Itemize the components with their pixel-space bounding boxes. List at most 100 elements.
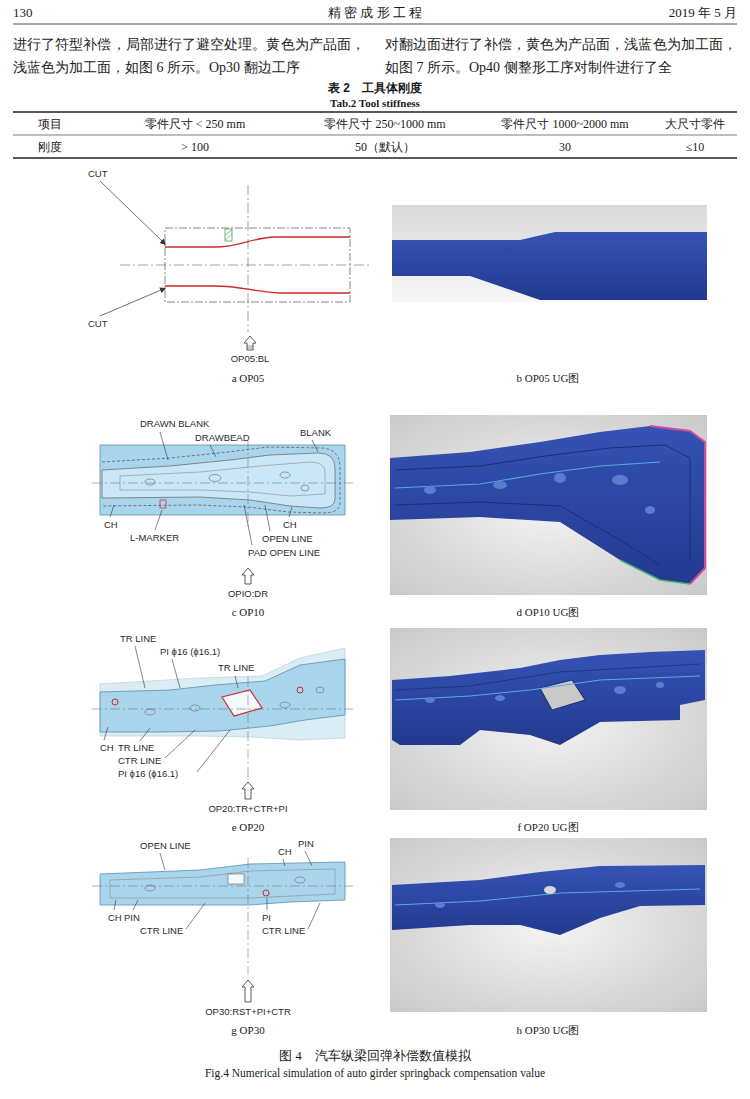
callout-label: CH: [100, 742, 114, 753]
op10-drawing: [160, 432, 168, 460]
op30-drawing: [228, 874, 244, 884]
op10-drawing: [312, 440, 318, 452]
page-rules: [13, 157, 737, 158]
op10-render: [424, 486, 436, 494]
table-cell: ≤10: [686, 140, 705, 154]
callout-label: CTR LINE: [140, 925, 183, 936]
op10-drawing: [92, 432, 353, 584]
op05-drawing: [100, 181, 162, 241]
op30-drawing: [295, 877, 305, 883]
table-cell: 50（默认）: [355, 140, 415, 154]
op30-drawing: [263, 890, 269, 896]
op05-render: [392, 205, 707, 302]
op10-drawing: [209, 475, 221, 482]
operation-label: OPIO:DR: [228, 588, 268, 599]
table-title: 表 2 工具体刚度: [328, 81, 422, 95]
op20-render: [392, 650, 705, 745]
op10-render: [612, 475, 628, 485]
op20-drawing: [112, 699, 118, 705]
callout-label: PI ϕ16 (ϕ16.1): [160, 646, 220, 657]
op10-render: [554, 473, 566, 483]
page-rules: [13, 135, 737, 136]
op10-render: [395, 462, 660, 488]
panel-caption: b OP05 UG图: [517, 372, 580, 385]
callout-label: CH: [283, 519, 297, 530]
journal-name: 精 密 成 形 工 程: [328, 5, 422, 21]
page-rules: [13, 24, 737, 158]
callout-label: CUT: [88, 168, 108, 179]
op20-render: [395, 664, 700, 690]
op20-drawing: [145, 709, 155, 715]
op30-drawing: [267, 898, 268, 910]
issue-date: 2019 年 5 月: [669, 5, 737, 21]
op30-drawing: [92, 886, 353, 887]
callout-label: TR LINE: [218, 662, 254, 673]
callout-label: PIN: [124, 912, 140, 923]
op10-drawing: [120, 462, 325, 496]
body-text: 对翻边面进行了补偿，黄色为产品面，浅蓝色为加工面，如图 7 所示。Op40 侧整…: [385, 33, 737, 79]
callout-label: TR LINE: [120, 633, 156, 644]
table-header-cell: 零件尺寸 < 250 mm: [145, 117, 245, 131]
callout-label: PI: [262, 912, 271, 923]
table-cell: 刚度: [38, 140, 62, 154]
table-header-cell: 项目: [38, 117, 62, 131]
op05-render: [392, 232, 707, 300]
op20-drawing: [197, 730, 230, 772]
callout-label: CH: [278, 846, 292, 857]
op10-render: [395, 445, 690, 560]
op05-drawing: [120, 265, 372, 266]
op20-drawing: [104, 727, 108, 740]
op10-drawing: [210, 445, 216, 457]
op30-render: [392, 865, 705, 935]
op20-drawing: [104, 646, 238, 772]
callout-label: CTR LINE: [262, 925, 305, 936]
panel-caption: d OP10 UG图: [517, 606, 580, 619]
op10-render: [390, 415, 707, 595]
op20-drawing: [172, 659, 180, 688]
op20-drawing: [165, 730, 195, 758]
op10-drawing: [244, 505, 252, 545]
op10-render: [390, 426, 705, 584]
op20-drawing: [316, 687, 324, 693]
op20-drawing: [235, 676, 238, 688]
callout-label: CTR LINE: [118, 755, 161, 766]
op05-drawing: [100, 290, 161, 316]
op20-drawing: [100, 648, 345, 740]
panel-caption: f OP20 UG图: [517, 821, 578, 834]
op10-drawing: [242, 568, 254, 584]
callout-label: CH: [104, 519, 118, 530]
op10-drawing: [301, 485, 309, 491]
op30-drawing: [248, 858, 249, 975]
op10-drawing: [155, 510, 162, 530]
callout-label: CUT: [88, 318, 108, 329]
op10-render: [493, 481, 507, 489]
op10-drawing: [102, 447, 340, 513]
op20-drawing: [222, 690, 262, 716]
op05-drawing: [160, 239, 166, 245]
op10-render: [390, 415, 707, 595]
op30-drawing: [114, 851, 320, 929]
op20-drawing: [100, 659, 345, 732]
callout-label: CH: [108, 912, 122, 923]
table-title: Tab.2 Tool stiffness: [330, 97, 420, 110]
op20-drawing: [92, 646, 353, 799]
op10-drawing: [145, 479, 155, 485]
page-rules: [13, 111, 737, 112]
op10-drawing: [110, 505, 114, 517]
op10-drawing: [110, 432, 318, 545]
table-header-cell: 零件尺寸 1000~2000 mm: [501, 117, 628, 131]
op30-render: [435, 902, 445, 908]
callout-label: BLANK: [300, 427, 331, 438]
table-cell: > 100: [181, 140, 209, 154]
table-header-cell: 大尺寸零件: [665, 117, 725, 131]
panel-caption: g OP30: [231, 1024, 264, 1037]
op20-drawing: [92, 709, 353, 710]
panel-caption: a OP05: [232, 372, 265, 385]
op05-drawing: [159, 288, 166, 294]
page-number: 130: [13, 5, 33, 21]
op05-drawing: [248, 185, 249, 332]
op10-drawing: [92, 483, 353, 484]
op10-drawing: [102, 453, 335, 508]
op10-drawing: [100, 445, 345, 515]
